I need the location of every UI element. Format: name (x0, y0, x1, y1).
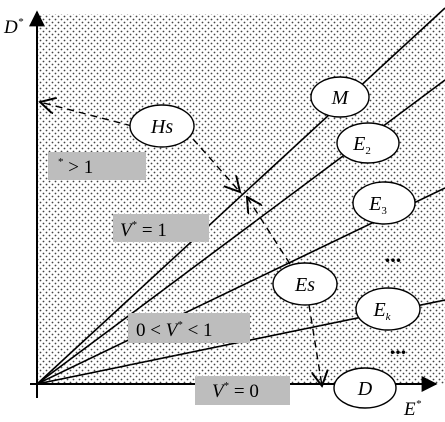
x-axis-label-sup: * (416, 398, 422, 410)
svg-text:Hs: Hs (150, 116, 173, 138)
node-Es: Es (272, 262, 338, 306)
arrow-Es-to-x-axis (308, 304, 322, 386)
y-axis-label: D* (3, 16, 24, 38)
region-label-v-eq-0: V* = 0 (195, 376, 290, 405)
ellipsis-upper: ... (385, 242, 402, 267)
svg-text:E3: E3 (368, 193, 387, 217)
svg-text:V* = 0: V* = 0 (212, 380, 259, 402)
arrow-Hs-to-y-axis (40, 102, 133, 127)
node-Hs: Hs (129, 104, 195, 148)
svg-text:D: D (357, 378, 373, 400)
region-label-v-eq-1: V* = 1 (113, 214, 209, 242)
node-E2: E2 (336, 122, 400, 164)
svg-text:0 < V* < 1: 0 < V* < 1 (136, 319, 213, 341)
node-E3: E3 (352, 181, 416, 225)
ray-M (36, 7, 445, 385)
svg-text:M: M (331, 87, 350, 109)
arrow-Es-to-intersection (247, 197, 291, 265)
svg-text:E2: E2 (352, 133, 371, 157)
svg-text:V* = 1: V* = 1 (120, 219, 167, 241)
svg-text:Ek: Ek (372, 299, 391, 323)
ellipsis-lower: ... (390, 334, 407, 359)
y-axis-label-sup: * (18, 16, 24, 28)
svg-text:* > 1: * > 1 (58, 156, 93, 178)
node-M: M (310, 76, 370, 118)
svg-text:Es: Es (294, 274, 315, 296)
node-Ek: Ek (355, 287, 421, 331)
node-D: D (333, 367, 397, 409)
region-label-v-between: 0 < V* < 1 (128, 313, 250, 343)
region-label-v-gt-1: * > 1 (48, 152, 146, 180)
x-axis-label: E* (403, 398, 422, 420)
